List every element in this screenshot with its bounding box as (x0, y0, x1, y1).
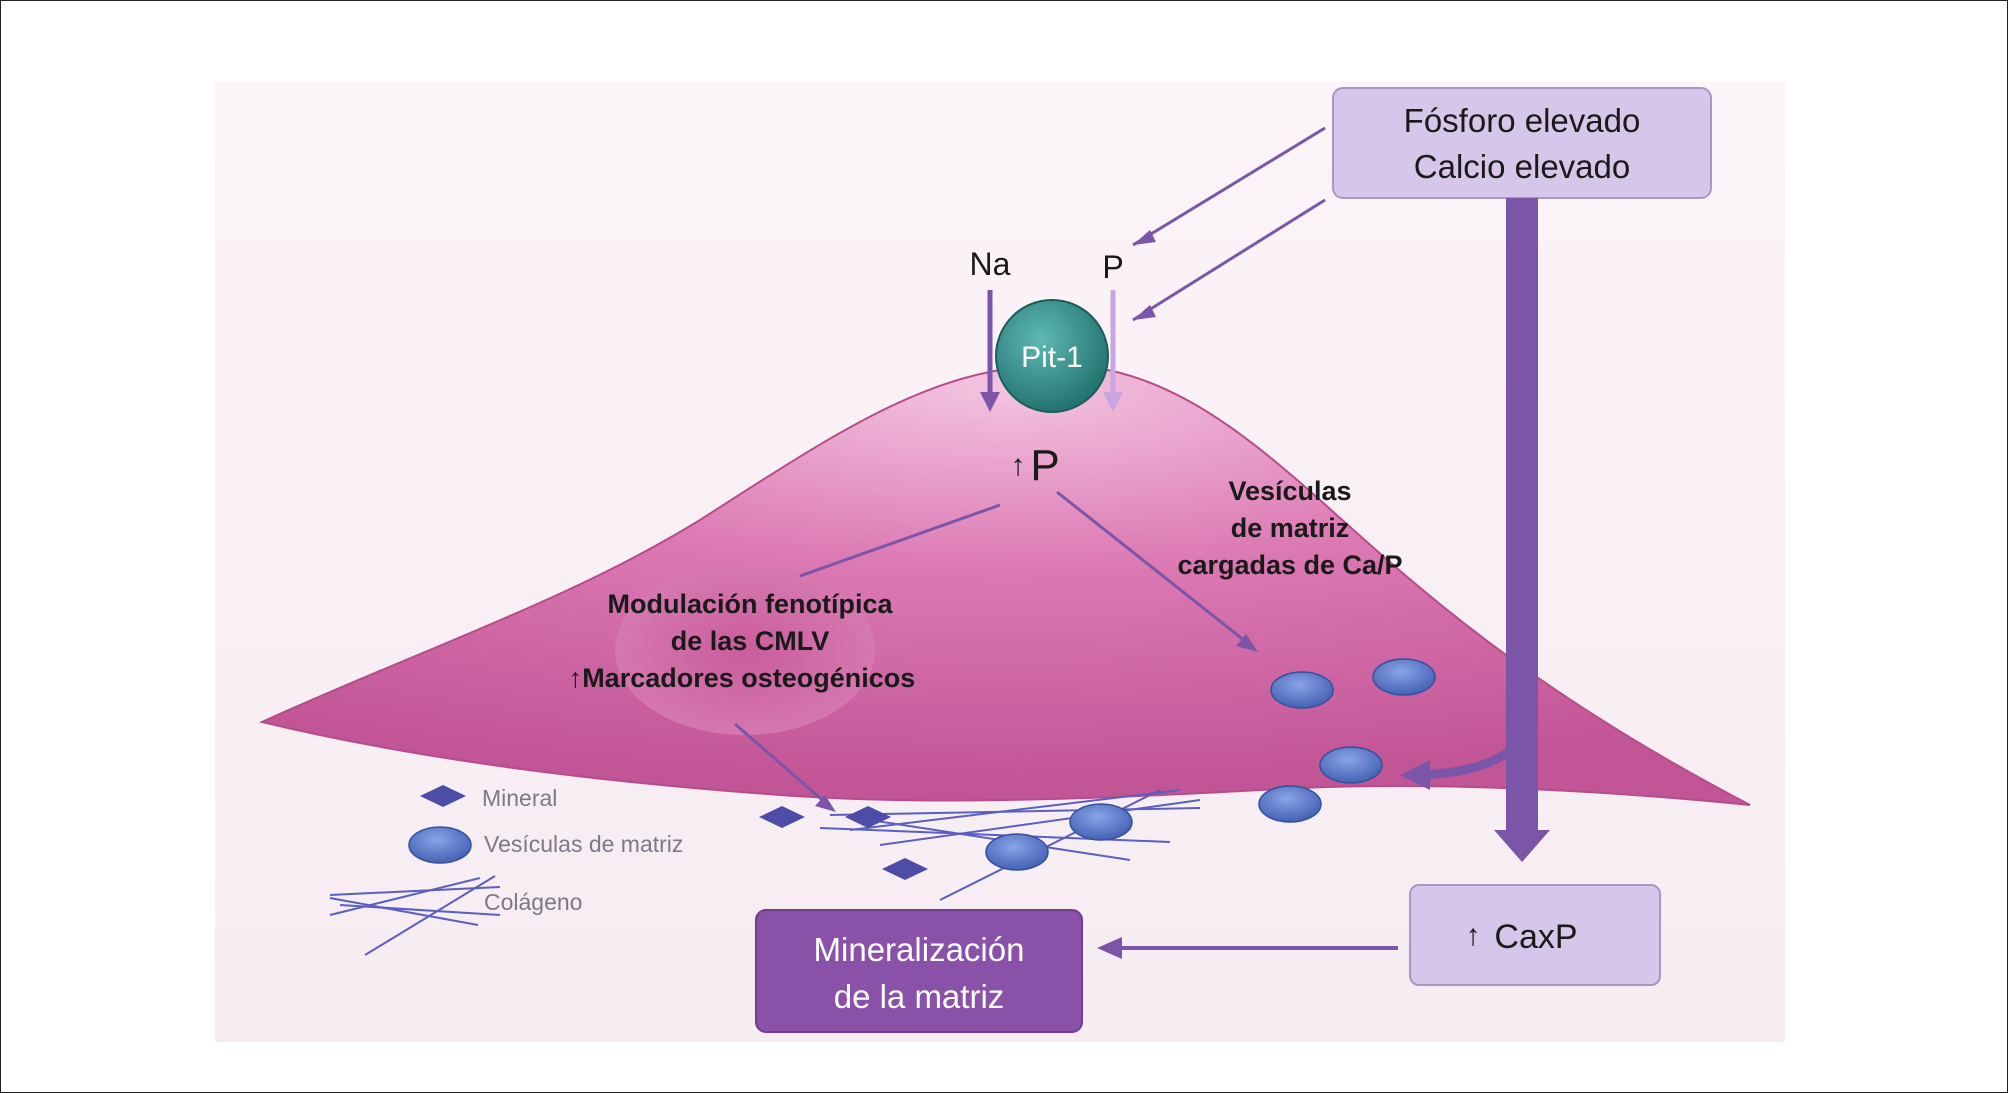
legend-collagen-icon (329, 875, 501, 956)
pit1-label: Pit-1 (1021, 341, 1083, 374)
mineralization-line2: de la matriz (834, 978, 1005, 1015)
p-in-arrowhead (1103, 392, 1123, 412)
legend-vesicles-label: Vesículas de matriz (484, 831, 683, 857)
arrowhead (815, 795, 836, 812)
arrowhead (1133, 230, 1156, 245)
source-to-p-arrow-1 (1132, 126, 1326, 247)
arrowhead (1236, 634, 1258, 652)
modulation-line2: de las CMLV (671, 626, 830, 656)
na-label: Na (970, 246, 1011, 282)
vesicles-line3: cargadas de Ca/P (1177, 550, 1402, 580)
arrowhead (1494, 830, 1550, 862)
caxp-to-vesicles-arrow (1424, 748, 1511, 780)
na-arrowhead (980, 392, 1000, 412)
matrix-vesicles (985, 658, 1436, 871)
caxp-up-arrow: ↑ (1466, 919, 1481, 952)
nucleus (615, 565, 875, 735)
mineralization-line1: Mineralización (814, 931, 1025, 968)
source-line1: Fósforo elevado (1404, 102, 1641, 139)
legend-mineral-icon (420, 785, 466, 807)
p-to-nucleus-line (799, 503, 1001, 578)
caxp-box (1409, 884, 1661, 986)
nucleus-to-matrix-arrow (734, 722, 829, 807)
legend-mineral-label: Mineral (482, 785, 557, 811)
pit1-transporter (995, 299, 1109, 413)
arrowhead (1133, 305, 1156, 320)
vesicles-line1: Vesículas (1228, 476, 1351, 506)
arrowhead (1097, 937, 1122, 959)
source-to-p-arrow-2 (1132, 198, 1326, 322)
p-up-label: P (1030, 441, 1059, 490)
mineralization-box (755, 909, 1083, 1033)
mineral-crystals (759, 806, 928, 880)
modulation-line3: ↑Marcadores osteogénicos (569, 663, 916, 693)
arrowhead (1400, 760, 1430, 790)
p-to-vesicles-arrow (1056, 490, 1251, 647)
modulation-line1: Modulación fenotípica (607, 589, 893, 619)
vesicles-line2: de matriz (1231, 513, 1350, 543)
legend-vesicle-icon (408, 826, 472, 864)
source-line2: Calcio elevado (1414, 148, 1630, 185)
caxp-label: CaxP (1494, 918, 1577, 956)
p-up-arrow: ↑ (1011, 449, 1026, 482)
p-in-label: P (1102, 249, 1123, 285)
legend-collagen-label: Colágeno (484, 889, 582, 915)
source-to-caxp-arrow (1506, 198, 1538, 838)
